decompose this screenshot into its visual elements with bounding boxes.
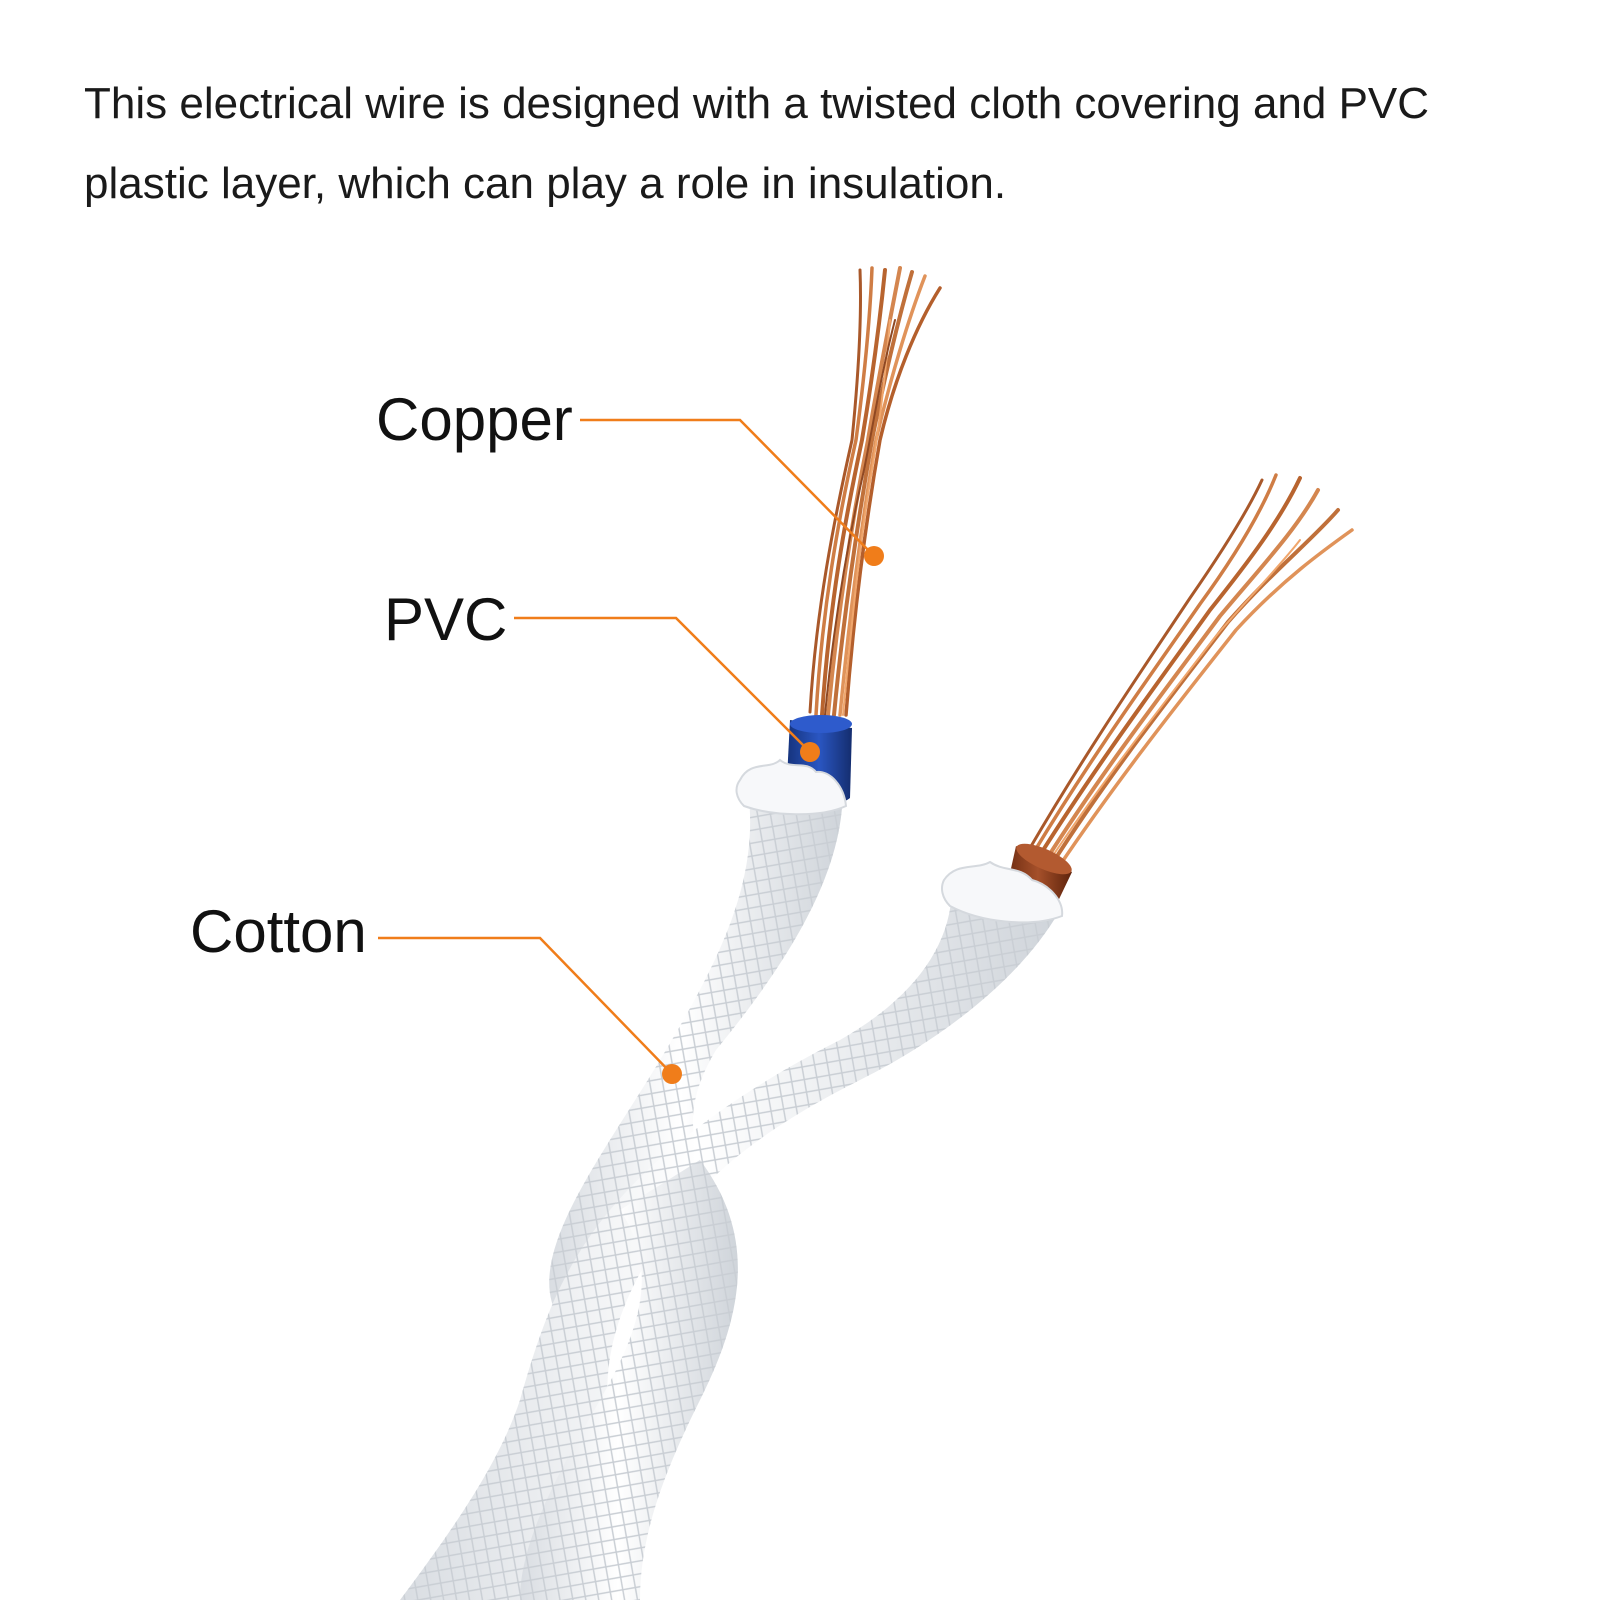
cotton-covering-left-lower (520, 1160, 738, 1600)
cotton-covering-left (549, 758, 848, 1320)
leader-line-pvc (514, 616, 820, 762)
copper-strands-right (1028, 473, 1354, 870)
label-cotton: Cotton (190, 898, 367, 965)
cotton-covering-right (400, 860, 1064, 1600)
leader-line-copper (580, 418, 884, 566)
copper-strands-left (808, 266, 942, 717)
leader-line-cotton (378, 936, 682, 1084)
label-copper: Copper (376, 386, 573, 453)
label-pvc: PVC (384, 586, 508, 653)
marker-dot-cotton (662, 1064, 682, 1084)
marker-dot-pvc (800, 742, 820, 762)
description-text: This electrical wire is designed with a … (84, 79, 1430, 208)
marker-dot-copper (864, 546, 884, 566)
